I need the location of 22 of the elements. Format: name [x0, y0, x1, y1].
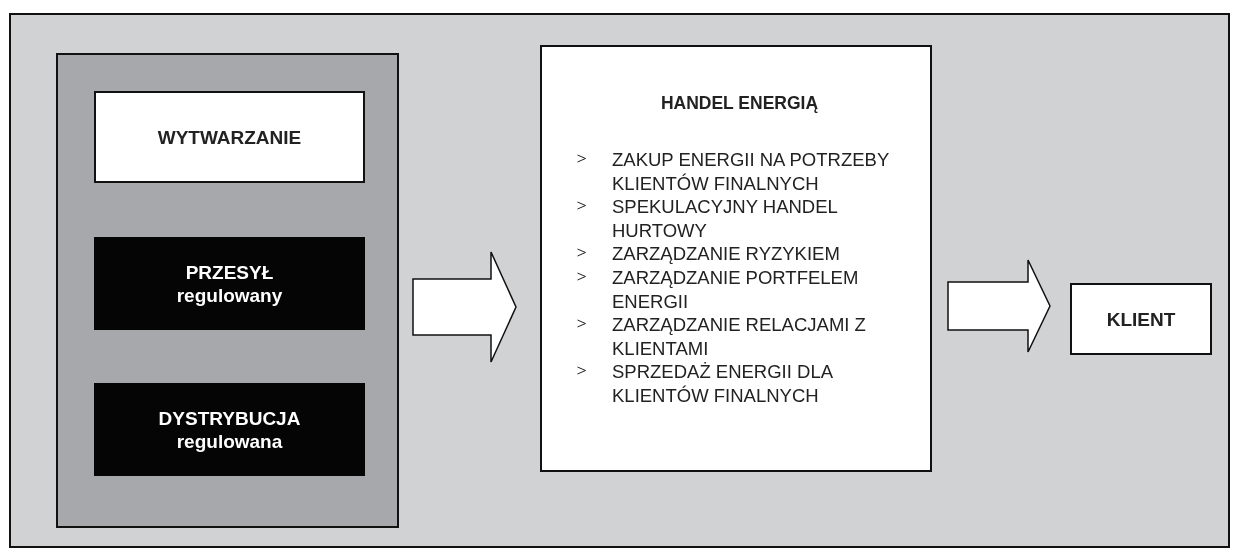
group-panel	[56, 53, 399, 528]
list-item: ZAKUP ENERGII NA POTRZEBY KLIENTÓW FINALNYCH	[612, 149, 889, 194]
list-item: ZARZĄDZANIE RYZYKIEM	[612, 243, 840, 265]
heading: HANDEL ENERGIĄ	[659, 93, 820, 114]
list-item: ZARZĄDZANIE RELACJAMI Z KLIENTAMI	[612, 314, 866, 359]
list-item: SPEKULACYJNY HANDEL HURTOWY	[612, 196, 838, 241]
process-box	[1070, 283, 1212, 355]
block-arrow	[412, 251, 517, 363]
process-box	[94, 383, 365, 476]
process-box	[94, 237, 365, 330]
block-arrow	[947, 259, 1051, 353]
box-subtitle: regulowana	[176, 429, 283, 453]
list-item: ZARZĄDZANIE PORTFELEM ENERGII	[612, 266, 859, 312]
box-title: DYSTRYBUCJA	[158, 406, 301, 430]
box-subtitle: regulowany	[176, 283, 283, 307]
box-title: KLIENT	[1106, 307, 1176, 331]
process-box	[540, 45, 932, 472]
process-box	[94, 91, 365, 183]
box-title: WYTWARZANIE	[157, 125, 302, 149]
list-item: SPRZEDAŻ ENERGII DLA KLIENTÓW FINALNYCH	[612, 361, 832, 406]
box-title: PRZESYŁ	[185, 260, 274, 284]
panel-background	[9, 13, 1230, 548]
